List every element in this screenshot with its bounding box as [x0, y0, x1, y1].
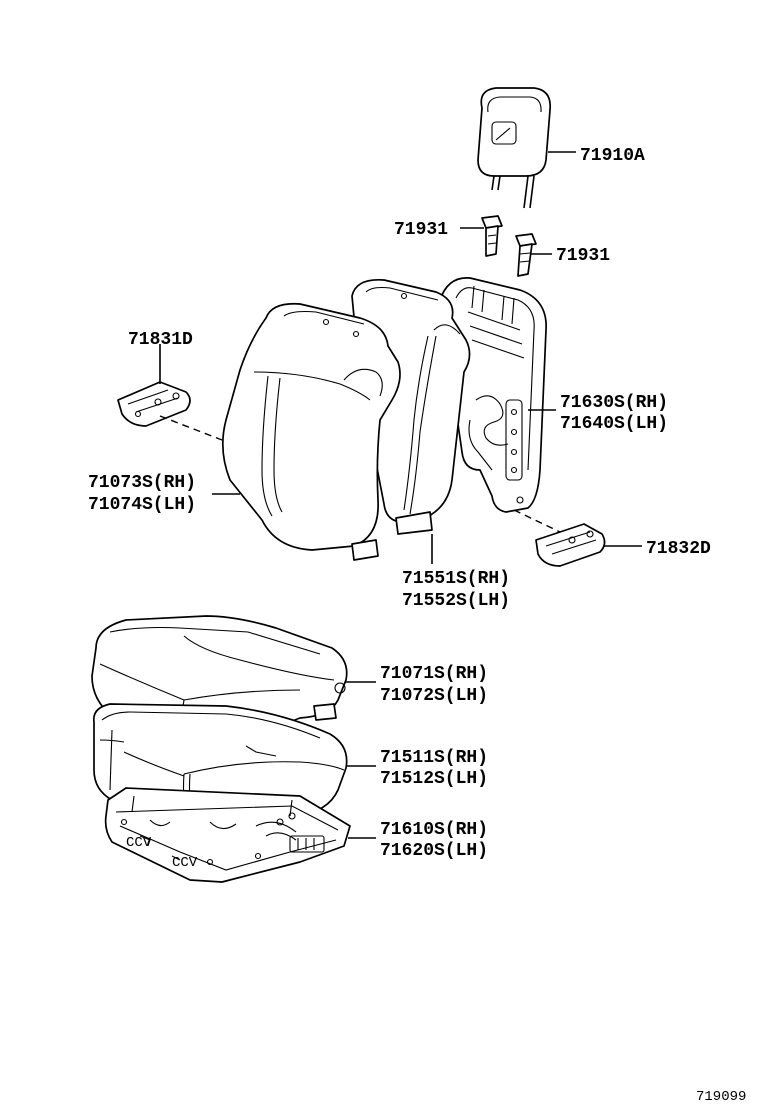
label-cushion-cover-rh: 71071S(RH) — [380, 664, 488, 684]
svg-text:CCV: CCV — [172, 855, 198, 871]
label-back-cover-rh: 71073S(RH) — [88, 473, 196, 493]
label-cushion-frame-lh: 71620S(LH) — [380, 841, 488, 861]
hinge-cover-left-illustration — [117, 381, 191, 427]
seat-back-frame-illustration — [439, 277, 547, 513]
leader-lines — [159, 151, 642, 839]
label-back-pad-rh: 71551S(RH) — [402, 569, 510, 589]
label-back-cover-lh: 71074S(LH) — [88, 495, 196, 515]
headrest-support-lower-illustration — [515, 233, 537, 277]
label-cushion-cover-lh: 71072S(LH) — [380, 686, 488, 706]
label-headrest-support-lower: 71931 — [556, 246, 610, 266]
label-hinge-cover-right: 71832D — [646, 539, 711, 559]
label-cushion-pad-lh: 71512S(LH) — [380, 769, 488, 789]
hinge-left-alignment-line — [159, 415, 223, 441]
hinge-cover-right-illustration — [535, 523, 606, 567]
label-cushion-pad-rh: 71511S(RH) — [380, 748, 488, 768]
label-back-frame-rh: 71630S(RH) — [560, 393, 668, 413]
figure-number: 719099 — [696, 1089, 746, 1105]
label-back-pad-lh: 71552S(LH) — [402, 591, 510, 611]
label-back-frame-lh: 71640S(LH) — [560, 414, 668, 434]
svg-text:CCV: CCV — [126, 835, 152, 851]
hinge-right-alignment-line — [513, 509, 561, 533]
label-headrest-support-upper: 71931 — [394, 220, 448, 240]
headrest-support-upper-illustration — [481, 215, 503, 257]
headrest-illustration — [477, 87, 552, 209]
label-cushion-frame-rh: 71610S(RH) — [380, 820, 488, 840]
seat-cushion-frame-illustration: CCV CCV — [104, 787, 351, 883]
seat-back-cover-illustration — [221, 302, 401, 561]
label-hinge-cover-left: 71831D — [128, 330, 193, 350]
label-headrest: 71910A — [580, 146, 645, 166]
